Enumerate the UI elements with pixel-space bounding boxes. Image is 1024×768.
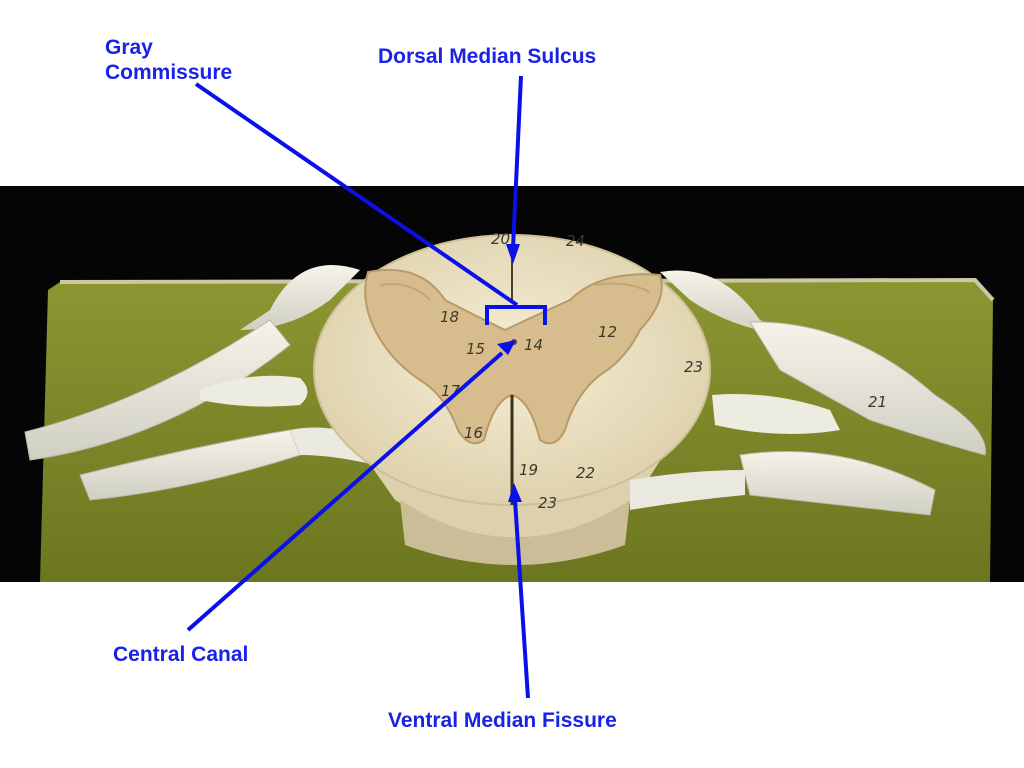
- gray-commissure-pointer: [194, 82, 519, 307]
- gray-commissure-text: Gray Commissure: [105, 36, 233, 84]
- central-canal-arrow: [186, 340, 516, 632]
- gray-commissure-bracket: [485, 305, 547, 325]
- model-number: 21: [868, 393, 887, 411]
- model-number: 22: [576, 464, 595, 482]
- left-nerve-roots: [24, 265, 395, 501]
- dorsal-median-sulcus-label: Dorsal Median Sulcus: [378, 44, 596, 69]
- central-canal-text: Central Canal: [113, 643, 249, 666]
- ventral-median-fissure-arrow: [508, 483, 530, 699]
- model-number: 12: [598, 323, 617, 341]
- ventral-median-fissure-text: Ventral Median Fissure: [388, 709, 617, 732]
- gray-matter: [364, 268, 663, 445]
- right-nerve-roots: [630, 270, 986, 516]
- model-number: 20: [491, 230, 510, 248]
- gray-commissure-label: Gray Commissure: [105, 35, 232, 85]
- dorsal-median-sulcus-text: Dorsal Median Sulcus: [378, 45, 597, 68]
- model-number: 15: [466, 340, 485, 358]
- ventral-median-fissure-label: Ventral Median Fissure: [388, 708, 617, 733]
- model-number: 23: [684, 358, 703, 376]
- model-number: 14: [524, 336, 543, 354]
- model-number: 18: [440, 308, 459, 326]
- model-number: 23: [538, 494, 557, 512]
- central-canal-label: Central Canal: [113, 642, 248, 667]
- model-number: 19: [519, 461, 538, 479]
- model-number: 24: [566, 232, 585, 250]
- model-numbers: 20 24 18 12 15 14 23 21 16 19 22 23 17: [440, 230, 887, 512]
- model-number: 16: [464, 424, 483, 442]
- dorsal-median-sulcus-arrow: [506, 75, 523, 264]
